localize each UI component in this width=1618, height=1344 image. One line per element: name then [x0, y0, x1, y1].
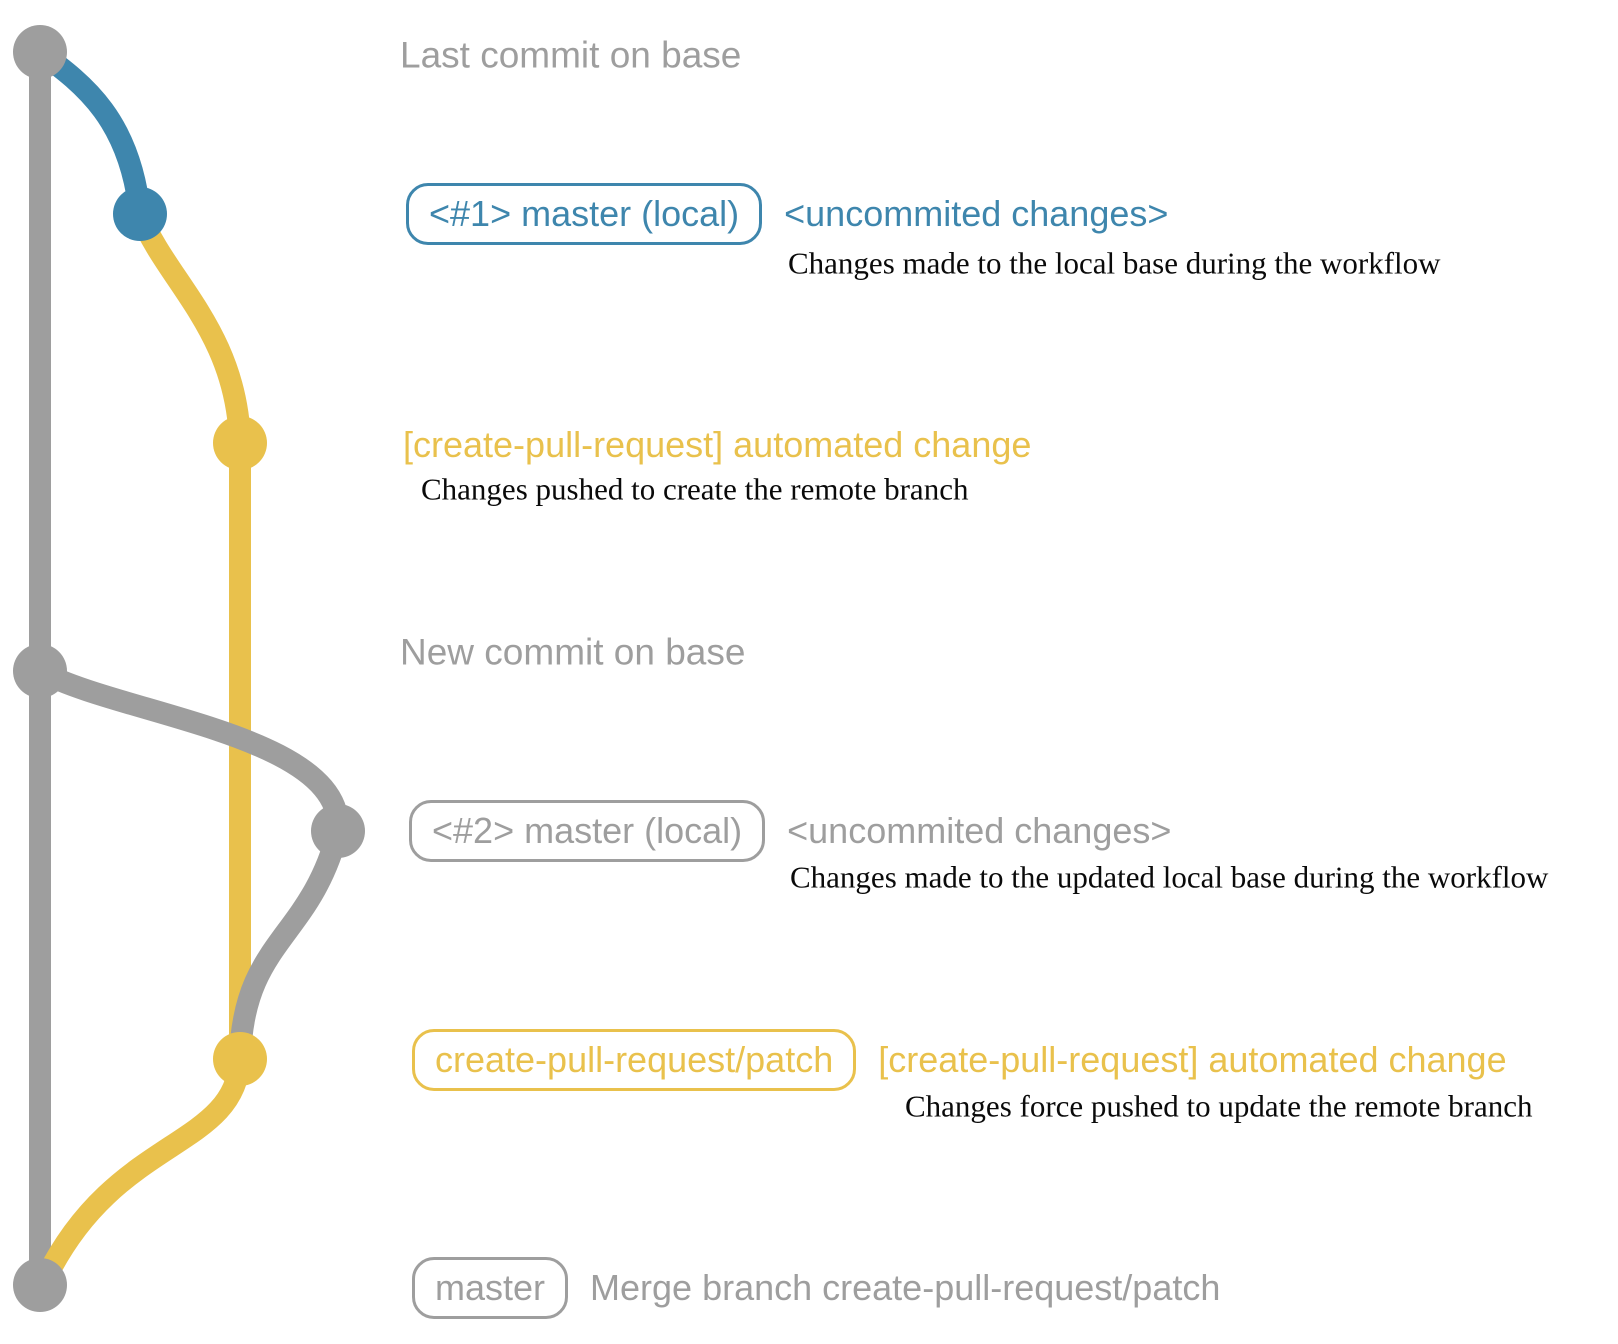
commit-node-patch-1 [213, 416, 267, 470]
note-push-1: Changes pushed to create the remote bran… [421, 471, 969, 507]
row-local-commit-1: <#1> master (local) <uncommited changes> [406, 183, 1168, 245]
commit-graph [13, 25, 365, 1312]
commit-node-merge [13, 1258, 67, 1312]
patch-branch-line [35, 209, 251, 1285]
commit-message-automated-change-2: [create-pull-request] automated change [878, 1039, 1507, 1080]
row-local-commit-2: <#2> master (local) <uncommited changes> [409, 800, 1171, 862]
commit-message-uncommited-1: <uncommited changes> [784, 193, 1169, 234]
branch-label-master-local-1: <#1> master (local) [406, 183, 763, 245]
local-branch-2-line [34, 661, 350, 1060]
branch-label-master-local-2: <#2> master (local) [409, 800, 766, 862]
commit-message-merge: Merge branch create-pull-request/patch [590, 1267, 1221, 1308]
commit-node-local-2 [311, 804, 365, 858]
commit-node-new-base [13, 644, 67, 698]
commit-message-automated-change-1: [create-pull-request] automated change [403, 424, 1032, 465]
branch-label-master: master [412, 1257, 569, 1319]
commit-message-uncommited-2: <uncommited changes> [787, 810, 1172, 851]
commit-node-local-1 [113, 187, 167, 241]
note-local-commit-1: Changes made to the local base during th… [788, 245, 1441, 281]
commit-node-last-base [13, 25, 67, 79]
local-branch-1-line [33, 43, 151, 216]
branch-label-create-pull-request-patch: create-pull-request/patch [412, 1029, 857, 1091]
note-push-2: Changes force pushed to update the remot… [905, 1088, 1533, 1124]
label-last-commit-on-base: Last commit on base [400, 34, 742, 76]
note-local-commit-2: Changes made to the updated local base d… [790, 859, 1549, 895]
row-merge-commit: master Merge branch create-pull-request/… [412, 1257, 1220, 1319]
label-new-commit-on-base: New commit on base [400, 631, 746, 673]
row-patch-commit-2: create-pull-request/patch [create-pull-r… [412, 1029, 1507, 1091]
commit-node-patch-2 [213, 1032, 267, 1086]
